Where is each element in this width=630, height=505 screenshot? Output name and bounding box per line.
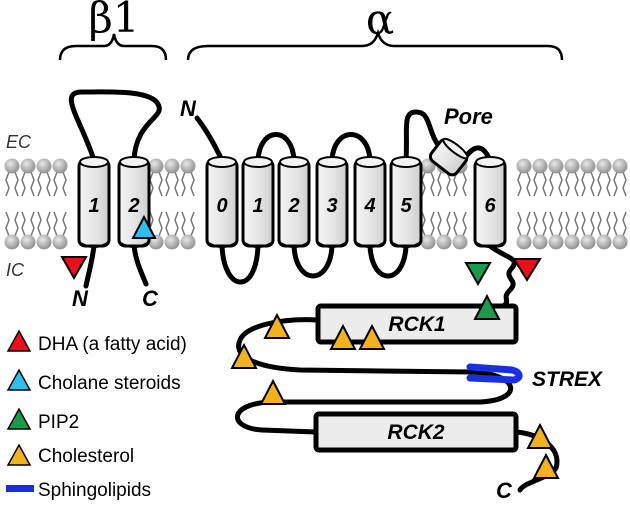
pip2-site-rck1 [473,293,501,320]
legend-label-cholesterol: Cholesterol [38,446,134,467]
alpha-brace [186,28,564,61]
legend-swatch-cholane [6,368,32,391]
alpha-helix-s6: 6 [473,156,507,248]
lipid [420,211,436,250]
rck2-label: RCK2 [387,421,444,444]
alpha-helix-s4-label: 4 [363,195,375,217]
lipid [532,211,548,250]
strex-label: STREX [532,368,604,391]
alpha-helix-s4: 4 [353,156,387,248]
legend-swatch-sphingolipids [6,485,34,492]
beta-helix-2-label: 2 [127,195,139,217]
beta-c-terminus-label: C [142,286,159,311]
cholesterol-site-2 [329,323,357,350]
lipid [596,158,612,197]
lipid [564,211,580,250]
alpha-helix-s1: 1 [241,156,275,248]
topology-loops [68,89,560,493]
alpha-helix-s0-label: 0 [216,195,227,217]
lipid [452,211,468,250]
alpha-helix-s2: 2 [277,156,311,248]
cholesterol-site-6 [526,422,554,449]
beta-helix-1-label: 1 [88,195,99,217]
lipid [564,158,580,197]
lipid [148,158,164,197]
beta-helix-1: 1 [77,156,111,248]
lipid [420,158,436,197]
lipid [596,211,612,250]
lipid [612,211,628,250]
legend-swatch-pip2 [6,407,32,430]
lipid [164,211,180,250]
alpha-subunit-label: α [366,0,394,44]
lipid [36,211,52,250]
pore-label: Pore [444,104,493,129]
dha-site-beta [60,256,88,281]
pip2-site-s6 [464,262,492,287]
pore-helix [428,137,469,177]
legend-label-dha: DHA (a fatty acid) [38,334,187,355]
lipid [20,158,36,197]
lipid [532,158,548,197]
alpha-helix-s6-label: 6 [484,195,496,217]
alpha-c-terminus-label: C [496,478,513,503]
lipid [164,158,180,197]
alpha-helix-s0: 0 [205,156,239,248]
dha-site-alpha [512,258,542,282]
alpha-n-terminus-label: N [180,96,197,121]
alpha-helix-s3-label: 3 [326,195,337,217]
legend-item-dha: DHA (a fatty acid) [6,329,187,355]
lipid [180,158,196,197]
transmembrane-helices: 1 2 0 1 2 3 4 5 6 [77,156,507,248]
intracellular-label: IC [6,260,25,280]
lipid-binding-sites [60,214,560,479]
cholesterol-site-4 [230,342,258,369]
lipid [548,211,564,250]
rck1-label: RCK1 [388,313,445,336]
extracellular-label: EC [6,132,32,152]
beta-subunit-label: β1 [88,0,139,42]
lipid [36,158,52,197]
beta-n-terminus-label: N [72,286,89,311]
alpha-helix-s5-label: 5 [400,195,412,217]
rck2-domain: RCK2 [313,411,519,453]
legend-item-cholane: Cholane steroids [6,368,181,394]
legend-item-sphingolipids: Sphingolipids [6,480,151,501]
lipid [4,211,20,250]
legend-label-sphingolipids: Sphingolipids [38,480,151,501]
alpha-helix-s2-label: 2 [287,195,299,217]
lipid [580,158,596,197]
lipid [612,158,628,197]
alpha-helix-s5: 5 [389,156,423,248]
legend: DHA (a fatty acid) Cholane steroids PIP2… [6,329,187,501]
cholesterol-site-5 [259,378,287,405]
legend-label-cholane: Cholane steroids [38,373,181,394]
lipid-bilayer [4,158,628,250]
sphingolipid-marker [466,363,523,384]
legend-swatch-cholesterol [6,443,32,466]
lipid [516,158,532,197]
legend-item-pip2: PIP2 [6,407,79,433]
beta-brace [58,33,168,61]
lipid [548,158,564,197]
legend-label-pip2: PIP2 [38,412,79,433]
lipid [52,158,68,197]
alpha-helix-s3: 3 [315,156,349,248]
legend-swatch-dha [6,329,32,352]
cholane-steroid-site [131,214,157,239]
lipid [580,211,596,250]
cholesterol-site-1 [263,312,291,339]
lipid [20,211,36,250]
alpha-helix-s1-label: 1 [252,195,263,217]
cholesterol-site-3 [358,323,386,350]
lipid [4,158,20,197]
lipid [436,211,452,250]
lipid [516,211,532,250]
cholesterol-site-7 [532,452,560,479]
lipid [180,211,196,250]
legend-item-cholesterol: Cholesterol [6,443,134,467]
lipid [52,211,68,250]
